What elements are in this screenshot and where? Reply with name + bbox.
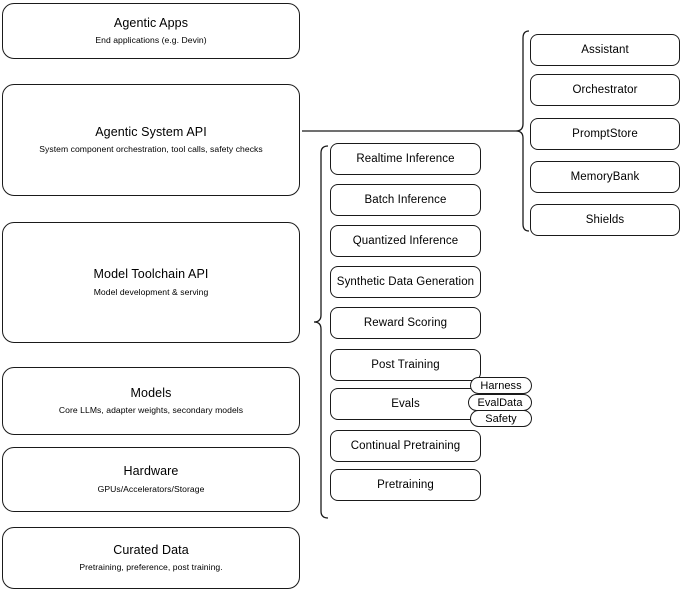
layer-title: Agentic Apps xyxy=(113,15,189,30)
component-continual-pretraining[interactable]: Continual Pretraining xyxy=(330,430,481,462)
component-pretraining[interactable]: Pretraining xyxy=(330,469,481,501)
component-label: Synthetic Data Generation xyxy=(336,276,475,288)
stack-layer-agentic-apps[interactable]: Agentic Apps End applications (e.g. Devi… xyxy=(2,3,300,59)
component-label: Orchestrator xyxy=(572,84,638,96)
component-evals[interactable]: Evals xyxy=(330,388,481,420)
component-label: Assistant xyxy=(581,44,629,56)
component-label: Batch Inference xyxy=(364,194,447,206)
component-label: Pretraining xyxy=(377,479,434,491)
layer-subtitle: Model development & serving xyxy=(93,286,209,297)
evals-subcomponent-label: Harness xyxy=(480,379,522,392)
layer-subtitle: GPUs/Accelerators/Storage xyxy=(97,483,205,494)
layer-subtitle: End applications (e.g. Devin) xyxy=(95,35,207,46)
evals-subcomponent-safety[interactable]: Safety xyxy=(470,410,532,427)
component-label: Post Training xyxy=(371,359,440,371)
stack-layer-hardware[interactable]: Hardware GPUs/Accelerators/Storage xyxy=(2,447,300,512)
stack-layer-model-toolchain-api[interactable]: Model Toolchain API Model development & … xyxy=(2,222,300,343)
component-assistant[interactable]: Assistant xyxy=(530,34,680,66)
component-reward-scoring[interactable]: Reward Scoring xyxy=(330,307,481,339)
component-label: PromptStore xyxy=(572,128,638,140)
evals-subcomponent-label: Safety xyxy=(485,412,517,425)
stack-layer-agentic-system-api[interactable]: Agentic System API System component orch… xyxy=(2,84,300,196)
component-label: Reward Scoring xyxy=(363,317,448,329)
stack-layer-curated-data[interactable]: Curated Data Pretraining, preference, po… xyxy=(2,527,300,589)
component-label: MemoryBank xyxy=(570,171,640,183)
stack-layer-models[interactable]: Models Core LLMs, adapter weights, secon… xyxy=(2,367,300,435)
component-label: Shields xyxy=(585,214,625,226)
brace-model-toolchain xyxy=(313,145,329,519)
evals-subcomponent-label: EvalData xyxy=(477,396,523,409)
component-memorybank[interactable]: MemoryBank xyxy=(530,161,680,193)
brace-agentic-system xyxy=(515,30,530,232)
component-label: Quantized Inference xyxy=(352,235,459,247)
layer-title: Hardware xyxy=(123,464,179,479)
layer-title: Curated Data xyxy=(113,542,189,557)
component-label: Evals xyxy=(391,398,420,410)
component-post-training[interactable]: Post Training xyxy=(330,349,481,381)
component-synthetic-data-generation[interactable]: Synthetic Data Generation xyxy=(330,266,481,298)
layer-title: Model Toolchain API xyxy=(93,267,209,282)
evals-subcomponent-evaldata[interactable]: EvalData xyxy=(468,394,532,411)
component-promptstore[interactable]: PromptStore xyxy=(530,118,680,150)
layer-subtitle: Pretraining, preference, post training. xyxy=(79,562,223,573)
layer-title: Models xyxy=(130,385,172,400)
component-realtime-inference[interactable]: Realtime Inference xyxy=(330,143,481,175)
layer-subtitle: System component orchestration, tool cal… xyxy=(39,144,263,155)
layer-subtitle: Core LLMs, adapter weights, secondary mo… xyxy=(58,405,244,416)
component-quantized-inference[interactable]: Quantized Inference xyxy=(330,225,481,257)
component-orchestrator[interactable]: Orchestrator xyxy=(530,74,680,106)
component-shields[interactable]: Shields xyxy=(530,204,680,236)
component-batch-inference[interactable]: Batch Inference xyxy=(330,184,481,216)
component-label: Continual Pretraining xyxy=(350,440,461,452)
layer-title: Agentic System API xyxy=(95,124,207,139)
component-label: Realtime Inference xyxy=(356,153,455,165)
evals-subcomponent-harness[interactable]: Harness xyxy=(470,377,532,394)
